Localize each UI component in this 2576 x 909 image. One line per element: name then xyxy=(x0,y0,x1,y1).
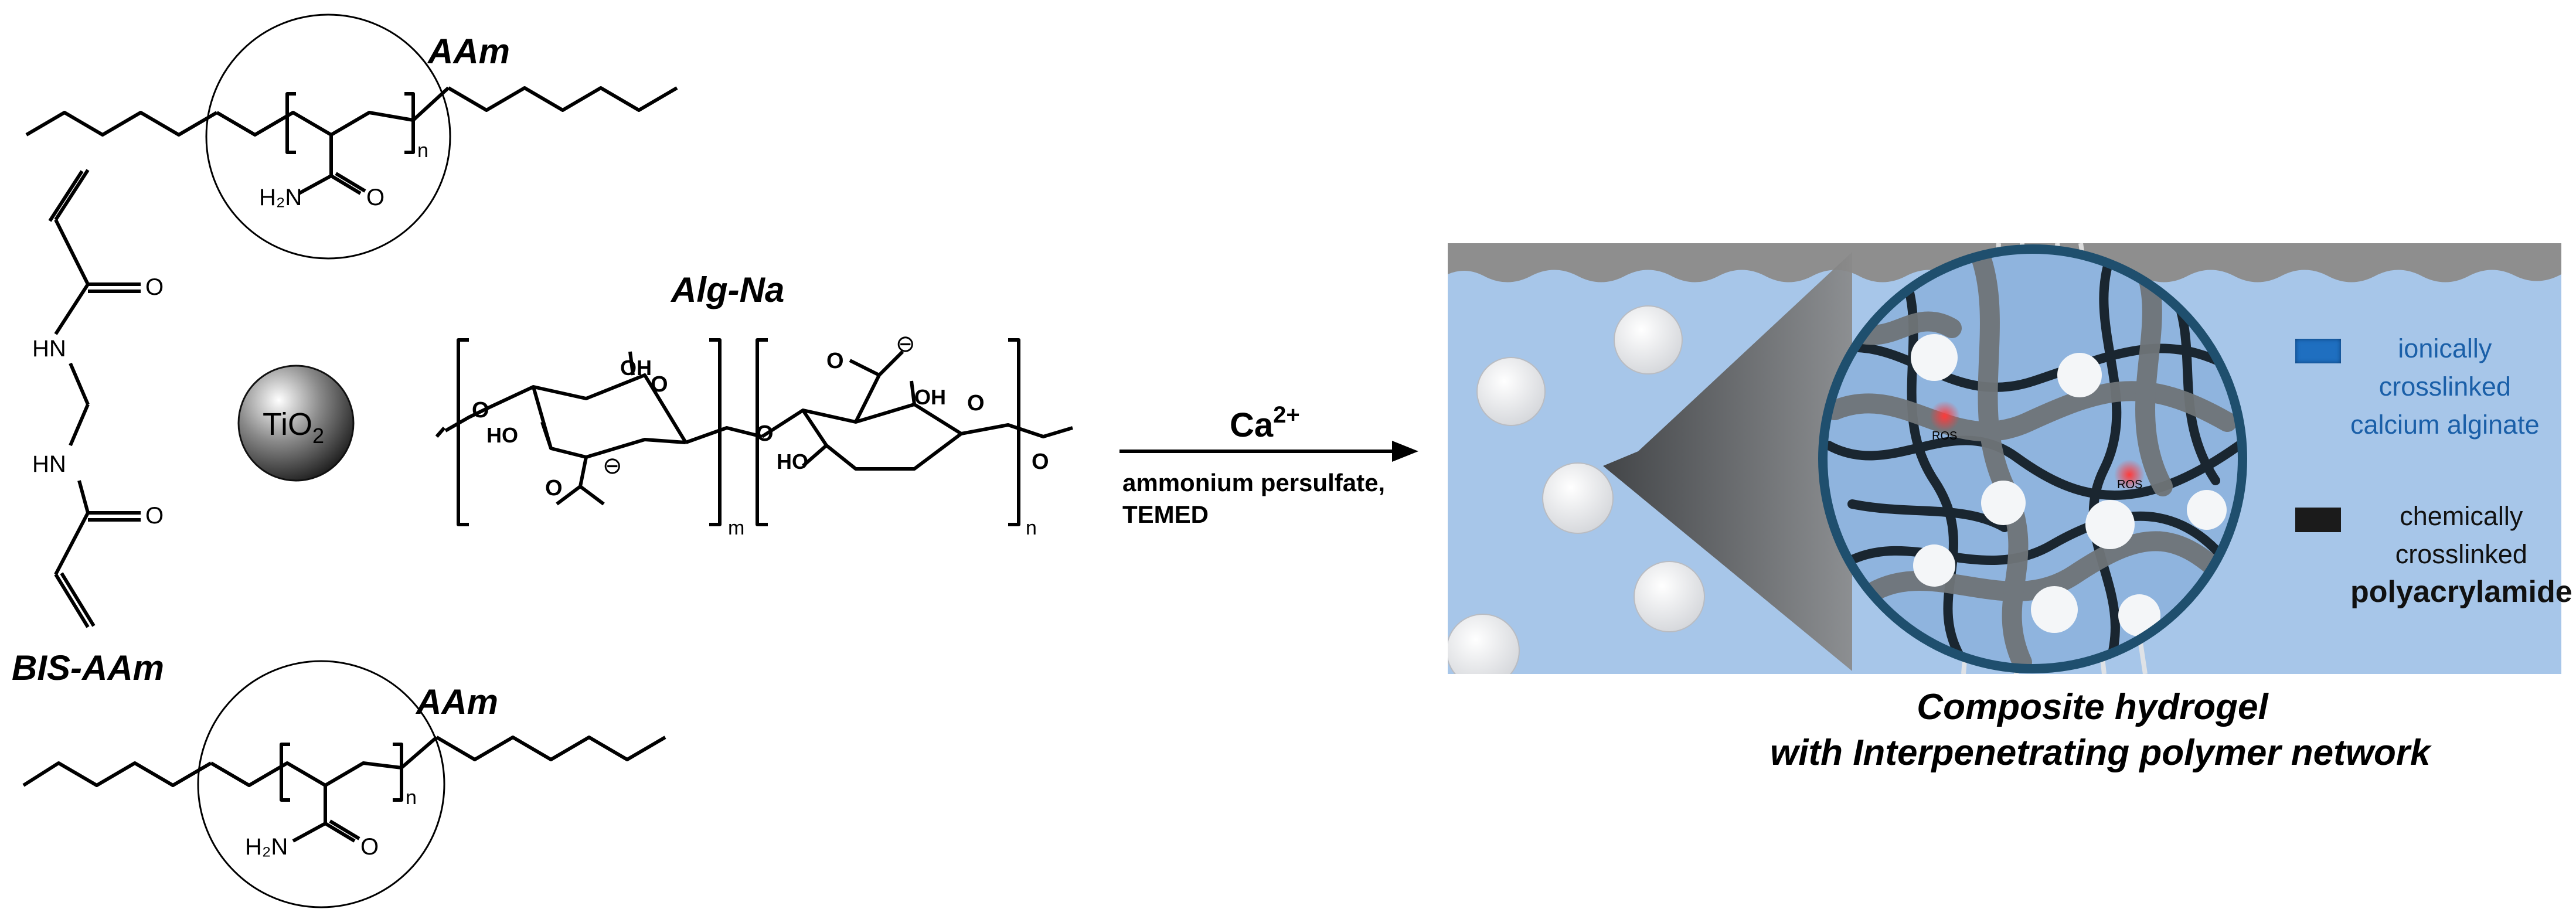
ionic-legend-line1: ionically xyxy=(2398,333,2492,363)
ionic-legend-text: ionically crosslinked calcium alginate xyxy=(2350,329,2540,444)
chemical-legend-swatch xyxy=(2295,508,2341,532)
tio2-sphere xyxy=(237,365,355,482)
bis-aam-structure xyxy=(48,169,141,628)
aam-top-backbone xyxy=(216,111,332,137)
aam-bottom-label: AAm xyxy=(415,682,498,721)
alg-ring2-oh: OH xyxy=(914,385,946,409)
gel-particles xyxy=(1448,305,1705,674)
alginate-structure xyxy=(435,338,1073,526)
chemical-legend-line2: crosslinked xyxy=(2395,539,2527,569)
conditions-line2: TEMED xyxy=(1122,501,1209,528)
aam-top-structure xyxy=(25,13,678,260)
bis-aam-oxygen-bottom: O xyxy=(145,503,164,529)
alg-terminal-oxygen: O xyxy=(1032,450,1049,474)
conditions-line1: ammonium persulfate, xyxy=(1122,469,1385,496)
tio2-label: TiO2 xyxy=(263,407,324,448)
alg-ring2-ho: HO xyxy=(777,450,808,474)
aam-top-circle xyxy=(205,13,451,260)
bis-aam-nh-bottom: HN xyxy=(32,451,66,477)
caption-line2: with Interpenetrating polymer network xyxy=(1770,733,2431,773)
ionic-legend-line3: calcium alginate xyxy=(2350,410,2540,440)
zoom-cone xyxy=(1603,252,1852,671)
alg-link-oxygen: O xyxy=(756,421,774,446)
aam-top-oxygen: O xyxy=(366,185,384,210)
zoom-particles xyxy=(1911,334,2227,636)
ros-label-right: ROS xyxy=(2117,478,2142,491)
figure-caption: Composite hydrogel with Interpenetrating… xyxy=(1770,685,2431,776)
aam-bottom-backbone xyxy=(210,761,326,787)
alg-ring1-oh: OH xyxy=(620,356,652,380)
bis-aam-oxygen-top: O xyxy=(145,274,164,300)
alg-ring2-minus: ⊖ xyxy=(896,331,916,357)
alg-m-subscript: m xyxy=(728,517,744,539)
alg-ring1-oxygen-link: O xyxy=(472,398,489,423)
alg-ring1-carboxyl-o: O xyxy=(545,476,563,501)
aam-bottom-oxygen: O xyxy=(360,834,379,860)
aam-bottom-left-chain xyxy=(22,761,212,787)
chemical-legend-line3: polyacrylamide xyxy=(2350,575,2572,609)
chemical-legend-text: chemically crosslinked polyacrylamide xyxy=(2350,497,2572,611)
aam-top-right-chain xyxy=(447,86,678,112)
alg-ring1-oxygen: O xyxy=(651,372,668,397)
aam-bottom-amine: H₂N xyxy=(245,834,288,860)
aam-bottom-n-subscript: n xyxy=(406,787,417,809)
alg-ring2-carboxyl-o: O xyxy=(826,349,844,373)
hydrogel-panel xyxy=(1448,243,2561,674)
zoom-network xyxy=(1818,244,2247,673)
aam-top-n-subscript: n xyxy=(417,139,428,162)
alg-na-label: Alg-Na xyxy=(670,270,784,309)
bis-aam-nh-top: HN xyxy=(32,336,66,362)
aam-bottom-right-chain xyxy=(435,736,666,761)
reaction-arrow xyxy=(1119,441,1418,462)
caption-line1: Composite hydrogel xyxy=(1917,687,2268,727)
ros-label-left: ROS xyxy=(1932,430,1957,442)
chemical-legend-line1: chemically xyxy=(2400,501,2523,531)
ionic-legend-swatch xyxy=(2295,339,2341,363)
reagent-ca: Ca2+ xyxy=(1230,402,1300,444)
aam-bottom-circle xyxy=(197,660,445,908)
ros-spots xyxy=(1930,401,2145,490)
aam-top-left-chain xyxy=(25,111,218,137)
ionic-legend-line2: crosslinked xyxy=(2378,372,2511,401)
aam-bottom-structure xyxy=(22,660,666,908)
alg-ring1-minus: ⊖ xyxy=(603,453,622,479)
bis-aam-label: BIS-AAm xyxy=(12,648,164,687)
alg-n-subscript: n xyxy=(1026,517,1037,539)
alg-ring1-ho: HO xyxy=(486,423,518,447)
alg-ring2-oxygen: O xyxy=(967,391,985,416)
aam-top-label: AAm xyxy=(427,32,510,71)
aam-top-amine: H₂N xyxy=(259,185,302,210)
